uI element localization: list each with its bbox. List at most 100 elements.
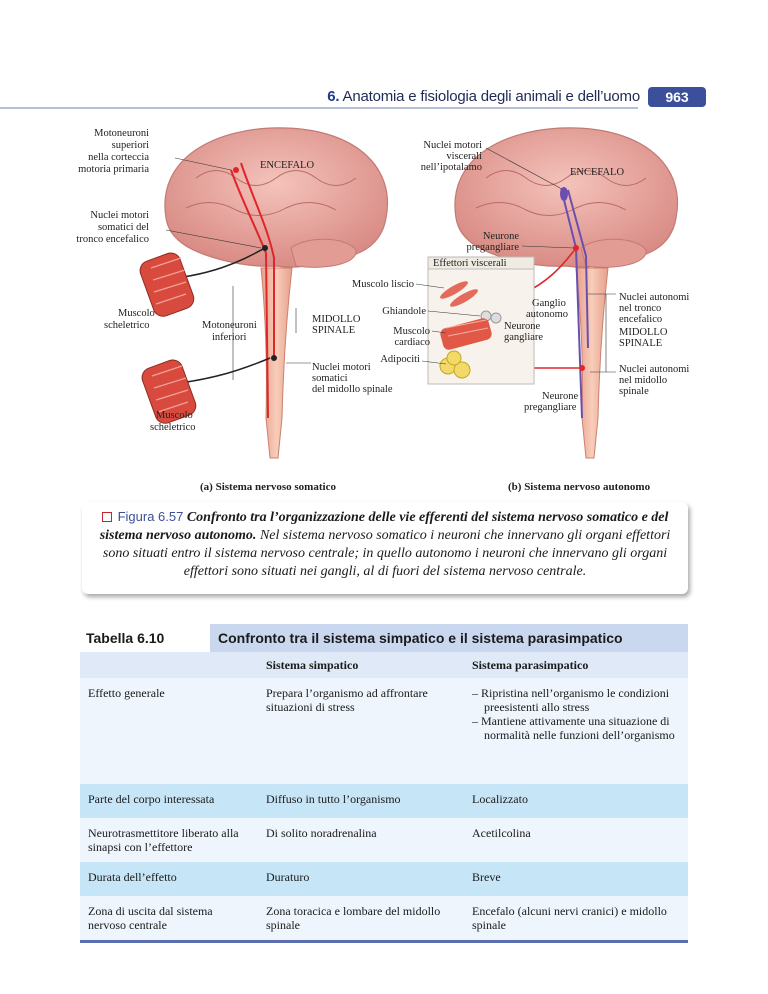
skeletal-muscle-2 (141, 359, 197, 424)
neuron-body (233, 167, 239, 173)
brain-folds-b2 (475, 202, 627, 216)
cell-simpatico: Zona toracica e lombare del midollo spin… (266, 904, 441, 932)
label-ganglio-a: Ganglio (532, 298, 566, 309)
label-muscolo-2b: scheletrico (150, 422, 195, 433)
label-nuclei-tronco-b-b: nel tronco (619, 303, 661, 314)
table-row: Effetto generale Prepara l’organismo ad … (80, 678, 688, 784)
label-nuclei-somatici-a: Nuclei motori (312, 362, 371, 373)
brain-a (164, 127, 388, 268)
cell-simpatico: Di solito noradrenalina (266, 826, 377, 840)
label-neurone-pre2-b: pregangliare (524, 402, 577, 413)
label-motoneuroni-inf-b: inferiori (212, 332, 246, 343)
label-nuclei-tronco-b-c: encefalico (619, 314, 662, 325)
table-number: Tabella 6.10 (86, 630, 165, 646)
label-nuclei-midollo-b: nel midollo (619, 375, 667, 386)
adipocytes (439, 350, 471, 379)
label-nuclei-midollo-c: spinale (619, 386, 649, 397)
figure-diagram: Motoneuroni superiori nella corteccia mo… (56, 118, 706, 496)
label-spinale-b: SPINALE (619, 338, 662, 349)
cerebellum-a (290, 238, 357, 268)
comparison-table: Tabella 6.10 Confronto tra il sistema si… (80, 624, 688, 943)
autonomic-panel: Nuclei motori viscerali nell’ipotalamo E… (352, 127, 689, 493)
table-row: Parte del corpo interessata Diffuso in t… (80, 784, 688, 818)
somatic-panel: Motoneuroni superiori nella corteccia mo… (76, 127, 393, 493)
skeletal-muscle-1 (139, 252, 195, 317)
row-label: Durata dell’effetto (88, 870, 177, 884)
label-nuclei-midollo-a: Nuclei autonomi (619, 364, 689, 375)
label-adipociti: Adipociti (380, 354, 420, 365)
row-label: Effetto generale (88, 686, 165, 700)
figure-caption: Figura 6.57 Confronto tra l’organizzazio… (82, 502, 688, 594)
cell-simpatico: Duraturo (266, 870, 310, 884)
label-motoria: motoria primaria (78, 164, 149, 175)
label-nuclei-somatici-c: del midollo spinale (312, 384, 393, 395)
chapter-number: 6. (327, 88, 340, 105)
cell-parasimpatico: Encefalo (alcuni nervi cranici) e midoll… (472, 904, 667, 932)
caption-b: (b) Sistema nervoso autonomo (508, 481, 651, 493)
label-neurone-pre2-a: Neurone (542, 391, 578, 402)
cell-parasimpatico: Localizzato (472, 792, 528, 806)
label-nuclei-visc-b: viscerali (446, 151, 482, 162)
cell-parasimpatico: Breve (472, 870, 501, 884)
hypothalamus-nucleus (560, 187, 568, 201)
autonomic-path-2 (567, 189, 589, 349)
header-rule (0, 107, 638, 109)
brain-folds-a (195, 170, 357, 186)
cardiac-muscle (440, 318, 492, 350)
label-nuclei-visc-a: Nuclei motori (423, 140, 482, 151)
spinal-nucleus (271, 355, 277, 361)
caption-a: (a) Sistema nervoso somatico (200, 481, 336, 493)
label-muscolo-2a: Muscolo (156, 410, 193, 421)
para-bullet-2: – Mantiene attivamente una situazione di… (472, 714, 675, 742)
label-corteccia: nella corteccia (88, 152, 149, 163)
effettori-banner (427, 256, 535, 270)
chapter-title-text: Anatomia e fisiologia degli animali e de… (342, 88, 641, 105)
label-muscolo-1a: Muscolo (118, 308, 155, 319)
table-title-bar: Tabella 6.10 Confronto tra il sistema si… (80, 624, 688, 652)
page-header: 6. Anatomia e fisiologia degli animali e… (0, 86, 768, 110)
label-spinale-a: SPINALE (312, 325, 355, 336)
label-ganglio-b: autonomo (526, 309, 568, 320)
label-neurone-pre-b: pregangliare (467, 242, 520, 253)
label-encefalo-a: ENCEFALO (260, 160, 314, 171)
checkbox-icon (101, 512, 112, 522)
upper-motor-path-2 (240, 162, 275, 358)
cell-parasimpatico: – Ripristina nell’organismo le condizion… (472, 686, 688, 742)
label-muscolo-cardiaco-a: Muscolo (393, 326, 430, 337)
label-neurone-gangliare-a: Neurone (504, 321, 540, 332)
label-encefalo-b: ENCEFALO (570, 167, 624, 178)
label-motoneuroni: Motoneuroni (94, 128, 149, 139)
table-title: Confronto tra il sistema simpatico e il … (218, 630, 623, 646)
label-nuclei-tronco-3: tronco encefalico (76, 234, 149, 245)
chapter-title: 6. Anatomia e fisiologia degli animali e… (327, 88, 640, 105)
table-row: Zona di uscita dal sistema nervoso centr… (80, 896, 688, 940)
table-bottom-rule (80, 940, 688, 943)
label-effettori-viscerali: Effettori viscerali (433, 258, 507, 269)
row-label: Neurotrasmettitore liberato alla sinapsi… (88, 826, 239, 854)
label-muscolo-1b: scheletrico (104, 320, 149, 331)
label-ghiandole: Ghiandole (382, 306, 426, 317)
smooth-muscle (440, 281, 478, 307)
label-muscolo-liscio: Muscolo liscio (352, 279, 414, 290)
cerebellum-b (580, 238, 647, 268)
col-header-simpatico: Sistema simpatico (266, 658, 359, 672)
label-muscolo-cardiaco-b: cardiaco (394, 337, 430, 348)
para-bullet-1: – Ripristina nell’organismo le condizion… (472, 686, 670, 714)
label-midollo-a: MIDOLLO (312, 314, 361, 325)
row-label: Zona di uscita dal sistema nervoso centr… (88, 904, 213, 932)
col-header-parasimpatico: Sistema parasimpatico (472, 658, 589, 672)
upper-motor-path (230, 169, 269, 419)
label-nuclei-tronco-1: Nuclei motori (90, 210, 149, 221)
label-midollo-b: MIDOLLO (619, 327, 668, 338)
label-nuclei-tronco-b-a: Nuclei autonomi (619, 292, 689, 303)
caption-text: Nel sistema nervoso somatico i neuroni c… (102, 528, 671, 579)
page-number: 963 (648, 87, 706, 107)
label-neurone-pre-a: Neurone (483, 231, 519, 242)
nervous-system-diagram: Motoneuroni superiori nella corteccia mo… (76, 127, 689, 493)
caption-bold: Confronto tra l’organizzazione delle vie… (99, 510, 669, 543)
table-row: Durata dell’effetto Duraturo Breve (80, 862, 688, 896)
cell-simpatico: Diffuso in tutto l’organismo (266, 792, 401, 806)
cell-simpatico: Prepara l’organismo ad affrontare situaz… (266, 686, 428, 714)
brain-folds-b (485, 170, 647, 186)
figure-number: Figura 6.57 (117, 509, 184, 524)
